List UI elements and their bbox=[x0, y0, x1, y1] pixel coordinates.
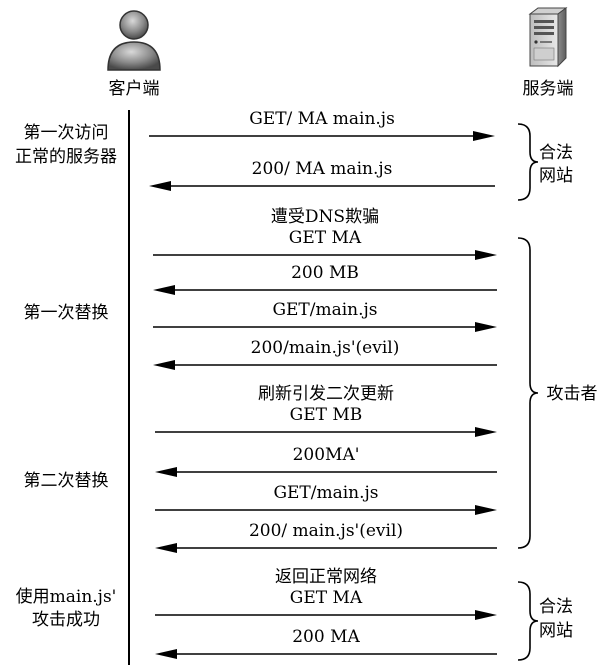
server-icon bbox=[528, 7, 568, 68]
message-label: 200/ main.js'(evil) bbox=[249, 521, 403, 541]
message-4: 200 MB bbox=[153, 263, 497, 295]
arrowhead-left-icon bbox=[153, 360, 175, 370]
responder-label: 攻击者 bbox=[547, 384, 598, 404]
phase-2: 第一次替换 bbox=[24, 303, 109, 323]
responder-label: 合法 bbox=[539, 597, 573, 617]
client-label: 客户端 bbox=[109, 79, 160, 99]
message-1: GET/ MA main.js bbox=[149, 109, 495, 141]
responder-label: 网站 bbox=[539, 621, 573, 641]
message-label: GET/main.js bbox=[273, 483, 378, 503]
phase-label: 攻击成功 bbox=[32, 610, 100, 630]
phase-label: 正常的服务器 bbox=[15, 147, 117, 167]
arrowhead-right-icon bbox=[475, 427, 497, 437]
arrowhead-left-icon bbox=[153, 285, 175, 295]
message-6: 200/main.js'(evil) bbox=[153, 338, 497, 370]
message-label: GET/main.js bbox=[272, 300, 377, 320]
message-label: 遭受DNS欺骗 bbox=[271, 207, 379, 227]
arrowhead-right-icon bbox=[475, 505, 497, 515]
arrowhead-right-icon bbox=[475, 322, 497, 332]
arrowhead-right-icon bbox=[475, 250, 497, 260]
message-5: GET/main.js bbox=[153, 300, 497, 332]
message-label: 刷新引发二次更新 bbox=[258, 384, 394, 404]
responder-2: 攻击者 bbox=[517, 237, 598, 549]
arrowhead-left-icon bbox=[155, 467, 177, 477]
phase-label: 第一次替换 bbox=[24, 303, 109, 323]
user-icon bbox=[107, 10, 161, 71]
message-9: GET/main.js bbox=[155, 483, 497, 515]
message-label: 200 MB bbox=[291, 263, 359, 283]
message-label: GET MA bbox=[289, 228, 362, 248]
message-label: 200 MA bbox=[292, 627, 360, 647]
brace-icon bbox=[517, 123, 539, 201]
message-label: 200/ MA main.js bbox=[252, 159, 393, 179]
arrowhead-left-icon bbox=[155, 543, 177, 553]
server-label: 服务端 bbox=[523, 79, 574, 99]
phase-3: 第二次替换 bbox=[24, 471, 109, 491]
message-label: 返回正常网络 bbox=[275, 567, 377, 587]
message-12: 200 MA bbox=[155, 627, 497, 659]
arrowhead-left-icon bbox=[149, 181, 171, 191]
message-2: 200/ MA main.js bbox=[149, 159, 495, 191]
responder-label: 网站 bbox=[539, 166, 573, 186]
phase-label: 第二次替换 bbox=[24, 471, 109, 491]
phase-label: 使用main.js' bbox=[16, 586, 117, 607]
message-8: 200MA' bbox=[155, 445, 497, 477]
message-10: 200/ main.js'(evil) bbox=[155, 521, 497, 553]
brace-icon bbox=[517, 581, 539, 661]
message-label: GET MA bbox=[290, 588, 363, 608]
message-label: 200/main.js'(evil) bbox=[251, 338, 400, 358]
arrowhead-left-icon bbox=[155, 649, 177, 659]
phase-4: 使用main.js' 攻击成功 bbox=[16, 586, 117, 630]
arrowhead-right-icon bbox=[475, 610, 497, 620]
message-label: 200MA' bbox=[293, 445, 360, 465]
brace-icon bbox=[517, 237, 539, 549]
phase-label: 第一次访问 bbox=[24, 123, 109, 143]
message-label: GET/ MA main.js bbox=[249, 109, 395, 129]
message-label: GET MB bbox=[290, 405, 363, 425]
responder-label: 合法 bbox=[539, 143, 573, 163]
arrowhead-right-icon bbox=[473, 131, 495, 141]
